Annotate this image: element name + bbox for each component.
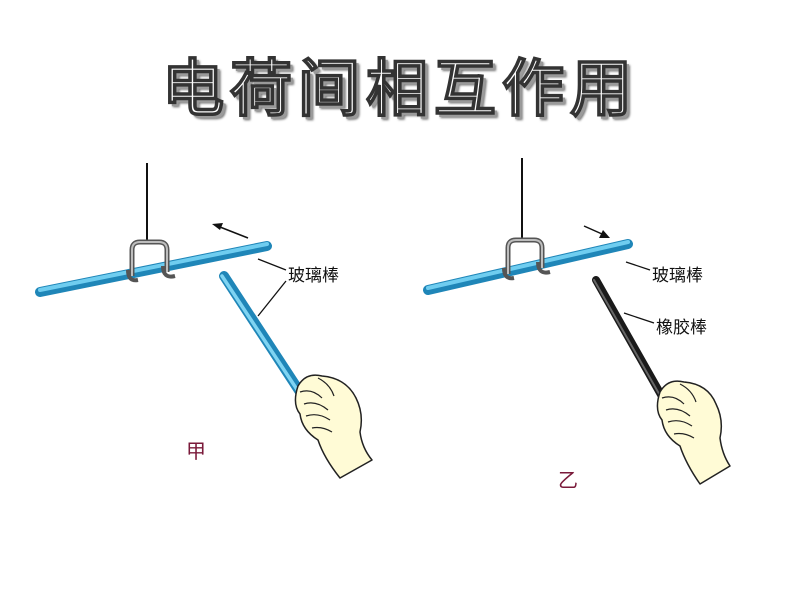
motion-arrow bbox=[212, 223, 249, 239]
panel-tag-right: 乙 bbox=[558, 468, 578, 492]
rubber-rod-label: 橡胶棒 bbox=[656, 318, 707, 338]
label-leader bbox=[623, 312, 655, 324]
hand bbox=[294, 374, 373, 479]
panel-left: 玻璃棒 甲 bbox=[35, 163, 373, 479]
hand bbox=[656, 380, 731, 485]
rubber-rod bbox=[592, 276, 668, 404]
label-leader bbox=[257, 280, 287, 317]
panel-right: 玻璃棒 橡胶棒 乙 bbox=[423, 158, 731, 492]
label-leader bbox=[625, 261, 651, 271]
label-leader bbox=[257, 258, 287, 271]
motion-arrow bbox=[583, 225, 610, 238]
slide-title: 电荷间相互作用 bbox=[161, 51, 638, 126]
panel-tag-left: 甲 bbox=[186, 439, 206, 463]
glass-rod-label: 玻璃棒 bbox=[652, 266, 703, 286]
glass-rod-label: 玻璃棒 bbox=[288, 266, 339, 286]
